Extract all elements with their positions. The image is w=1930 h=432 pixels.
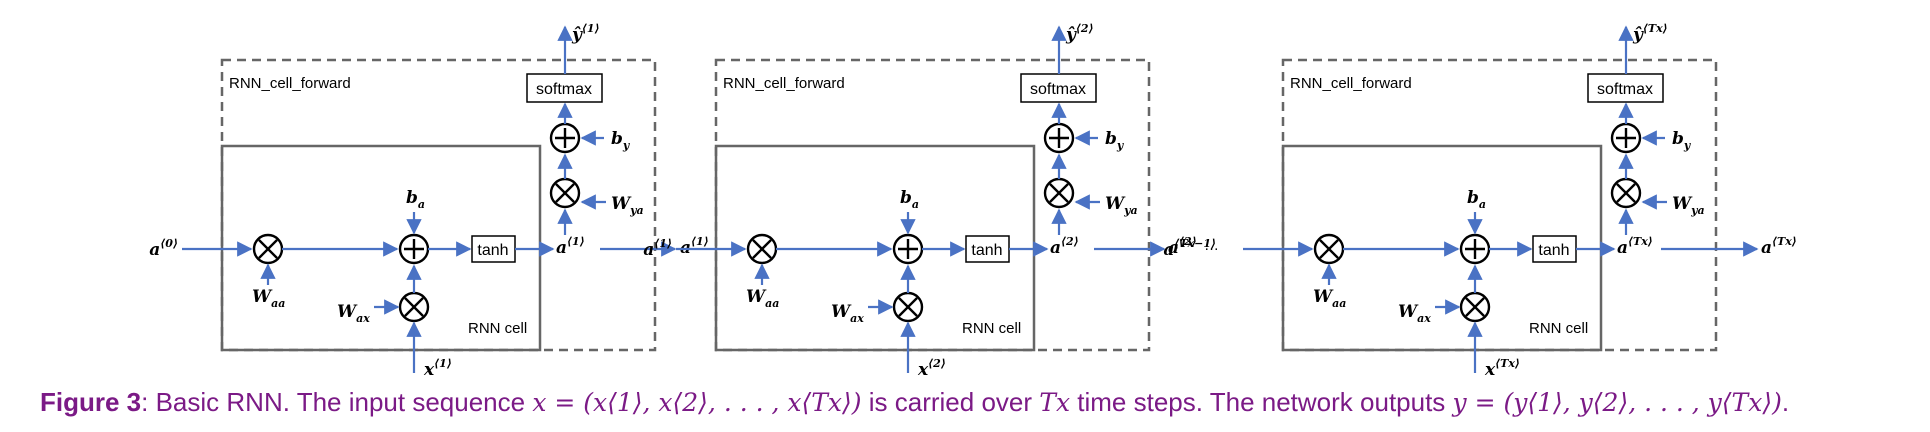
a-prev-label: a⟨1⟩ [643, 237, 672, 260]
wax-label: Wax [337, 302, 370, 325]
plus-ba [398, 233, 430, 265]
multiply-waa [1313, 233, 1345, 265]
rnn-cell-label: RNN cell [962, 320, 1021, 337]
by-label: by [1105, 129, 1125, 152]
caption-math-1: x = (x⟨1⟩, x⟨2⟩, . . . , x⟨Tx⟩) [532, 388, 862, 417]
tanh-label: tanh [971, 242, 1002, 259]
multiply-waa [746, 233, 778, 265]
tanh-label: tanh [1538, 242, 1569, 259]
a-prev-label: a⟨Tx−1⟩ [1163, 237, 1216, 260]
wax-label: Wax [831, 302, 864, 325]
softmax-label: softmax [1030, 81, 1086, 98]
plus-ba [892, 233, 924, 265]
waa-label: Waa [746, 287, 779, 310]
tanh-label: tanh [477, 242, 508, 259]
y-hat-label: ŷ⟨1⟩ [571, 22, 600, 45]
multiply-waa [252, 233, 284, 265]
rnn-cell-forward-label: RNN_cell_forward [723, 75, 845, 92]
multiply-wya [1610, 177, 1642, 209]
rnn-cell-label: RNN cell [468, 320, 527, 337]
plus-by [1043, 122, 1075, 154]
figure-caption: Figure 3: Basic RNN. The input sequence … [40, 387, 1920, 418]
caption-text-2: is carried over [861, 387, 1040, 417]
wax-label: Wax [1398, 302, 1431, 325]
wya-label: Wya [611, 194, 644, 217]
multiply-wax [1459, 291, 1491, 323]
caption-math-3: y = (y⟨1⟩, y⟨2⟩, . . . , y⟨Tx⟩) [1452, 388, 1782, 417]
caption-math-2: Tx [1039, 388, 1071, 417]
ba-label: ba [1467, 188, 1486, 211]
x-label: x⟨1⟩ [423, 357, 452, 380]
by-label: by [611, 129, 631, 152]
a-prev-label: a⟨0⟩ [149, 237, 178, 260]
waa-label: Waa [252, 287, 285, 310]
plus-by [549, 122, 581, 154]
plus-by [1610, 122, 1642, 154]
wya-label: Wya [1105, 194, 1138, 217]
rnn-cell-label: RNN cell [1529, 320, 1588, 337]
caption-text-1: : Basic RNN. The input sequence [141, 387, 533, 417]
ba-label: ba [900, 188, 919, 211]
x-label: x⟨2⟩ [917, 357, 946, 380]
waa-label: Waa [1313, 287, 1346, 310]
outer-box [714, 58, 1151, 352]
a-out-label: a⟨2⟩ [1050, 235, 1079, 258]
softmax-label: softmax [536, 81, 592, 98]
outer-box [1281, 58, 1718, 352]
y-hat-label: ŷ⟨2⟩ [1065, 22, 1094, 45]
softmax-box [526, 73, 603, 103]
y-hat-label: ŷ⟨Tx⟩ [1632, 22, 1668, 45]
a-next-label: a⟨2⟩ [1168, 235, 1197, 258]
rnn-cell-forward-label: RNN_cell_forward [229, 75, 351, 92]
a-out-label: a⟨1⟩ [556, 235, 585, 258]
figure-number: Figure 3 [40, 387, 142, 417]
wya-label: Wya [1672, 194, 1705, 217]
multiply-wax [398, 291, 430, 323]
ellipsis: … [1204, 237, 1219, 254]
tanh-box [965, 235, 1010, 263]
softmax-label: softmax [1597, 81, 1653, 98]
caption-text-4: . [1781, 387, 1790, 417]
outer-box [220, 58, 657, 352]
a-next-label: a⟨Tx⟩ [1761, 235, 1797, 258]
by-label: by [1672, 129, 1692, 152]
a-out-label: a⟨Tx⟩ [1617, 235, 1653, 258]
multiply-wax [892, 291, 924, 323]
caption-text-3: time steps. The network outputs [1070, 387, 1453, 417]
ba-label: ba [406, 188, 425, 211]
multiply-wya [549, 177, 581, 209]
softmax-box [1020, 73, 1097, 103]
plus-ba [1459, 233, 1491, 265]
a-next-label: a⟨1⟩ [680, 235, 709, 258]
x-label: x⟨Tx⟩ [1484, 357, 1520, 380]
rnn-cell-forward-label: RNN_cell_forward [1290, 75, 1412, 92]
multiply-wya [1043, 177, 1075, 209]
tanh-box [471, 235, 516, 263]
